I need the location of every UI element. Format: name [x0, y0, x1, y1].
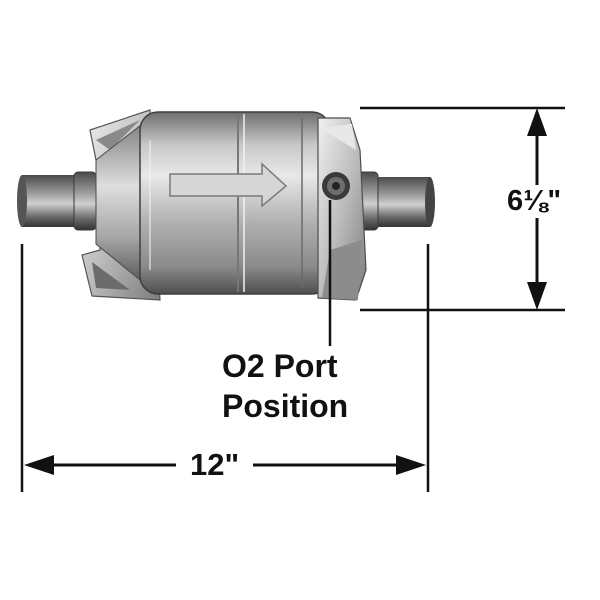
arrowhead-right-icon: [396, 455, 426, 475]
o2-port-label: O2 Port Position: [222, 346, 348, 426]
inlet-pipe: [17, 171, 97, 231]
flow-arrow-icon: [169, 162, 288, 208]
o2-label-line1: O2 Port: [222, 348, 338, 384]
o2-port: [322, 172, 350, 200]
arrowhead-down-icon: [527, 282, 547, 310]
length-label: 12": [176, 449, 254, 480]
arrowhead-left-icon: [24, 455, 54, 475]
o2-label-line2: Position: [222, 388, 349, 424]
outlet-pipe: [355, 171, 435, 231]
converter-body: [139, 111, 331, 295]
arrowhead-up-icon: [527, 108, 547, 136]
height-label: 6⅛": [507, 185, 562, 218]
heat-shield-right: [317, 117, 367, 301]
